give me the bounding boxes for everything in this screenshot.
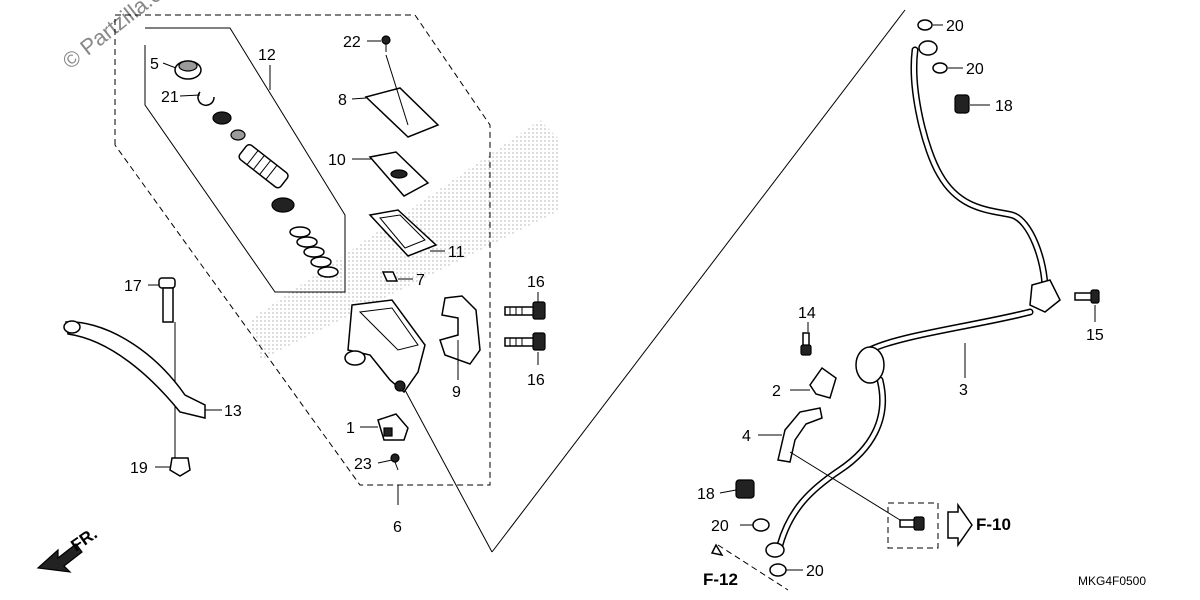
screw-part-23 [390,453,400,463]
screw-part-22-head [381,35,391,45]
bolt-part-16-top [504,301,546,320]
callout-2: 2 [772,383,781,400]
bolt-part-15 [1074,292,1094,301]
bracket-part-4 [777,407,823,463]
callout-20-b: 20 [966,61,984,78]
front-direction-arrow [36,543,83,573]
holder-part-9 [439,295,481,365]
brake-hose-upper-core [912,48,1047,292]
leader-line [385,54,409,126]
brake-hose-lower-core [778,378,885,547]
washer-part-20 [917,19,933,31]
callout-13: 13 [224,403,242,420]
nut-part-19 [169,457,191,477]
brake-lever-part-13 [65,321,206,419]
pivot-bolt-part-17 [158,277,176,289]
reference-bolt-head [913,516,925,531]
callout-5: 5 [150,56,159,73]
callout-7: 7 [416,272,425,289]
callout-19: 19 [130,460,148,477]
callout-21: 21 [161,89,179,106]
callout-12: 12 [258,47,276,64]
banjo-fitting-lower [765,542,785,558]
callout-15: 15 [1086,327,1104,344]
leader-line [377,459,393,464]
watermark: © Partzilla.com [58,0,190,74]
leader-line [179,94,201,97]
leader-line [162,62,177,69]
seal-part [271,197,295,213]
diaphragm-part-11-inner [379,214,426,249]
brake-hose-middle-core [868,310,1032,352]
bolt-part-15-head [1090,289,1100,304]
leader-line [404,389,493,553]
banjo-bolt-part-18 [954,94,970,114]
bolt-part-14-head [800,344,812,356]
washer-part-20 [932,62,948,74]
hose-fitting [855,346,885,384]
reference-f10: F-10 [976,515,1011,534]
callout-23: 23 [354,456,372,473]
callout-16-bottom: 16 [527,372,545,389]
leader-line [719,489,737,494]
callout-3: 3 [959,382,968,399]
assembly-box-6 [114,14,491,486]
callout-9: 9 [452,384,461,401]
leader-line [789,451,901,521]
brake-hose-lower [776,376,887,549]
callout-18-bottom: 18 [697,486,715,503]
reference-arrow-f10 [947,502,973,548]
reference-box [887,502,939,549]
callout-20-a: 20 [946,18,964,35]
callout-4: 4 [742,428,751,445]
screw-part-23-shaft [394,461,399,471]
hose-joint [1029,279,1061,313]
diagram-code: MKG4F0500 [1078,574,1146,588]
seal-part [230,129,246,141]
float-part-7 [381,271,399,282]
reference-line-f12 [717,544,789,591]
callout-6: 6 [393,519,402,536]
bolt-part-16-bottom [504,332,546,351]
master-cylinder-body [344,299,426,394]
diaphragm-part-11 [368,209,438,257]
callout-17: 17 [124,278,142,295]
callout-16-top: 16 [527,274,545,291]
lever-tip [63,320,81,334]
leader-line [351,97,367,100]
callout-22: 22 [343,34,361,51]
callout-20-d: 20 [806,563,824,580]
pivot-bolt-part-17-shaft [162,287,174,323]
callout-1: 1 [346,420,355,437]
washer-part-20 [752,518,770,532]
clamp-part-2 [809,366,837,399]
cap-part-5-top [178,60,198,72]
callout-18-top: 18 [995,98,1013,115]
banjo-bolt-part-18-lower [735,479,755,499]
callout-10: 10 [328,152,346,169]
spring-part [289,226,339,278]
washer-part-20 [769,563,787,577]
piston-part [238,143,289,189]
subassembly-box-12 [144,27,346,293]
seal-part [212,111,232,125]
switch-part-1-contact [383,427,393,437]
reservoir-cap-part-8 [364,87,440,138]
callout-8: 8 [338,92,347,109]
callout-11: 11 [448,244,465,261]
callout-20-c: 20 [711,518,729,535]
leader-line [491,9,906,553]
banjo-fitting-top [918,40,938,56]
callout-14: 14 [798,305,816,322]
plate-part-10-hole [390,169,408,179]
circlip-part-21 [197,91,215,107]
switch-part-1 [377,413,409,441]
brake-hose-upper [910,46,1049,294]
reference-arrow-f12 [710,543,724,557]
reference-f12: F-12 [703,570,738,589]
